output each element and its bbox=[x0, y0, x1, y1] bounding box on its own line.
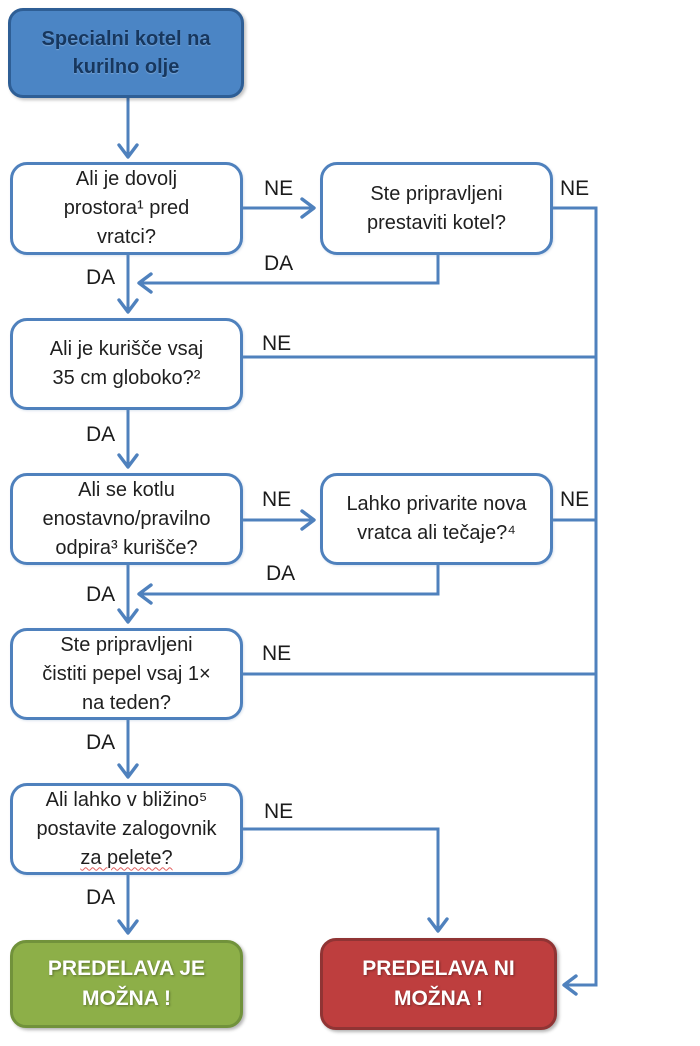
label-ne-q2: NE bbox=[262, 332, 292, 355]
edge-q5-ne-to-negative bbox=[243, 827, 449, 933]
decision-firebox-depth-label: Ali je kurišče vsaj 35 cm globoko?² bbox=[49, 338, 204, 389]
label-ne-q3: NE bbox=[262, 488, 292, 511]
label-ne-q1: NE bbox=[264, 177, 294, 200]
decision-clean-ash: Ste pripravljeni čistiti pepel vsaj 1× n… bbox=[10, 628, 243, 720]
decision-firebox-depth: Ali je kurišče vsaj 35 cm globoko?² bbox=[10, 318, 243, 410]
outcome-conversion-not-possible: PREDELAVA NI MOŽNA ! bbox=[320, 938, 557, 1030]
decision-door-opens-label: Ali se kotlu enostavno/pravilno odpira³ … bbox=[42, 478, 211, 559]
start-node-label: Specialni kotel na kurilno olje bbox=[41, 28, 211, 78]
label-ne-q4: NE bbox=[262, 642, 292, 665]
decision-pellet-storage: Ali lahko v bližino⁵ postavite zalogovni… bbox=[10, 783, 243, 875]
outcome-positive-label: PREDELAVA JE MOŽNA ! bbox=[47, 957, 206, 1010]
label-da-q4: DA bbox=[86, 731, 116, 754]
label-ne-q5: NE bbox=[264, 800, 294, 823]
label-da-q1: DA bbox=[86, 266, 116, 289]
decision-pellet-storage-line2: postavite zalogovnik bbox=[36, 817, 217, 840]
label-da-q2: DA bbox=[86, 423, 116, 446]
decision-weld-door: Lahko privarite nova vratca ali tečaje?⁴ bbox=[320, 473, 553, 565]
decision-pellet-storage-line3: za pelete? bbox=[80, 846, 173, 869]
decision-move-boiler-label: Ste pripravljeni prestaviti kotel? bbox=[367, 182, 506, 234]
edge-alt1-ne-rail-to-negative bbox=[553, 206, 598, 996]
label-ne-alt2: NE bbox=[560, 488, 590, 511]
label-da-q5: DA bbox=[86, 886, 116, 909]
label-ne-alt1: NE bbox=[560, 177, 590, 200]
decision-clean-ash-label: Ste pripravljeni čistiti pepel vsaj 1× n… bbox=[42, 633, 211, 714]
outcome-negative-label: PREDELAVA NI MOŽNA ! bbox=[362, 957, 515, 1010]
decision-pellet-storage-line1: Ali lahko v bližino⁵ bbox=[45, 788, 208, 811]
decision-enough-space-label: Ali je dovolj prostora¹ pred vratci? bbox=[63, 168, 190, 248]
start-node-oil-boiler: Specialni kotel na kurilno olje bbox=[8, 8, 244, 98]
decision-move-boiler: Ste pripravljeni prestaviti kotel? bbox=[320, 162, 553, 255]
outcome-conversion-possible: PREDELAVA JE MOŽNA ! bbox=[10, 940, 243, 1028]
label-da-alt2-return: DA bbox=[266, 562, 296, 585]
decision-enough-space: Ali je dovolj prostora¹ pred vratci? bbox=[10, 162, 243, 255]
label-da-alt1-return: DA bbox=[264, 252, 294, 275]
decision-door-opens: Ali se kotlu enostavno/pravilno odpira³ … bbox=[10, 473, 243, 565]
decision-weld-door-label: Lahko privarite nova vratca ali tečaje?⁴ bbox=[346, 493, 527, 544]
label-da-q3: DA bbox=[86, 583, 116, 606]
